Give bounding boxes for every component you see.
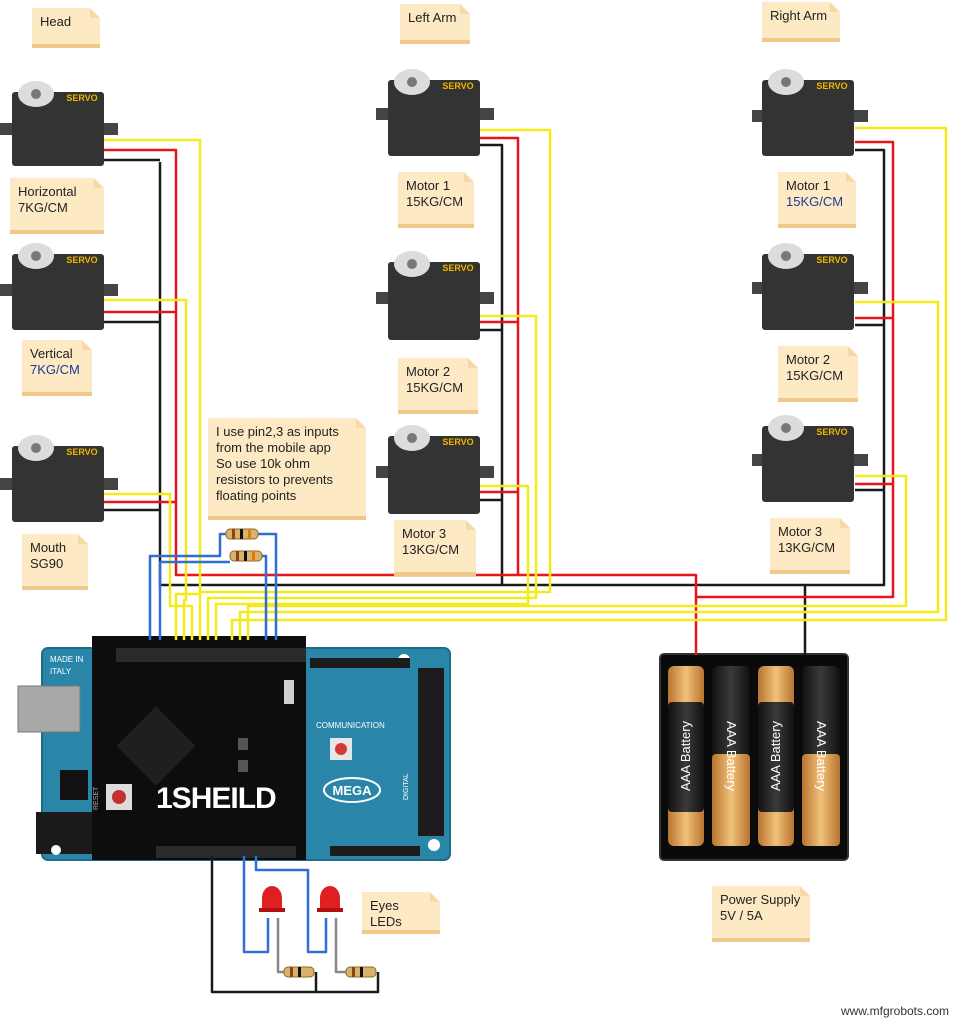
note-left-arm: Left Arm <box>400 4 470 44</box>
note-vertical: Vertical 7KG/CM <box>22 340 92 396</box>
note-power: Power Supply 5V / 5A <box>712 886 810 942</box>
watermark: www.mfgrobots.com <box>840 1004 949 1018</box>
la-motor2-label: Motor 2 <box>406 364 451 379</box>
1sheeld-shield: 1SHEILD RESET <box>92 636 306 860</box>
note-eyes: Eyes LEDs <box>362 892 440 934</box>
battery-1-label: AAA Battery <box>678 720 693 791</box>
power-rating: 5V / 5A <box>720 908 763 923</box>
note-mouth: Mouth SG90 <box>22 534 88 590</box>
note-horizontal: Horizontal 7KG/CM <box>10 178 104 234</box>
note-left-arm-motor2: Motor 2 15KG/CM <box>398 358 478 414</box>
servo-label: SERVO <box>442 437 473 447</box>
mouth-model: SG90 <box>30 556 64 571</box>
pins-note-line2: from the mobile app <box>216 440 331 455</box>
servo-right-arm-motor3: SERVO <box>752 415 868 502</box>
pins-note-line5: floating points <box>216 488 297 503</box>
battery-2-label: AAA Battery <box>724 721 739 792</box>
note-right-arm: Right Arm <box>762 2 840 42</box>
battery-pack: AAA Battery AAA Battery AAA Battery AAA … <box>659 653 849 861</box>
servo-label: SERVO <box>816 427 847 437</box>
servo-label: SERVO <box>66 447 97 457</box>
eye-leds <box>259 886 343 912</box>
ra-motor2-rating: 15KG/CM <box>786 368 844 383</box>
vertical-label: Vertical <box>30 346 73 361</box>
servo-label: SERVO <box>442 263 473 273</box>
servo-right-arm-motor1: SERVO <box>752 69 868 156</box>
note-left-arm-motor3: Motor 3 13KG/CM <box>394 520 476 576</box>
note-left-arm-motor1: Motor 1 15KG/CM <box>398 172 474 228</box>
mega-label: MEGA <box>333 783 373 798</box>
pins-note-line3: So use 10k ohm <box>216 456 310 471</box>
note-head: Head <box>32 8 100 48</box>
note-right-arm-motor3: Motor 3 13KG/CM <box>770 518 850 574</box>
servo-label: SERVO <box>442 81 473 91</box>
pullup-resistors <box>225 528 263 562</box>
servo-horizontal: SERVO <box>0 81 118 166</box>
servo-right-arm-motor2: SERVO <box>752 243 868 330</box>
1sheeld-brand: 1SHEILD <box>156 782 276 815</box>
left-arm-label: Left Arm <box>408 10 457 25</box>
servo-left-arm-motor1: SERVO <box>376 69 494 156</box>
ra-motor2-label: Motor 2 <box>786 352 831 367</box>
head-label: Head <box>40 14 72 29</box>
la-motor3-rating: 13KG/CM <box>402 542 460 557</box>
battery-3-label: AAA Battery <box>768 720 783 791</box>
right-arm-label: Right Arm <box>770 8 828 23</box>
wires <box>104 126 948 994</box>
power-label: Power Supply <box>720 892 801 907</box>
vertical-rating: 7KG/CM <box>30 362 80 377</box>
pins-note-line4: resistors to prevents <box>216 472 334 487</box>
la-motor2-rating: 15KG/CM <box>406 380 464 395</box>
la-motor1-label: Motor 1 <box>406 178 451 193</box>
la-motor1-rating: 15KG/CM <box>406 194 464 209</box>
ra-motor1-rating: 15KG/CM <box>786 194 844 209</box>
servo-label: SERVO <box>66 255 97 265</box>
made-in-label-1: MADE IN <box>50 655 84 664</box>
pins-note-line1: I use pin2,3 as inputs <box>216 424 339 439</box>
digital-label: DIGITAL <box>403 773 410 800</box>
ground-bus-wire <box>158 162 807 655</box>
mouth-label: Mouth <box>30 540 67 555</box>
battery-4-label: AAA Battery <box>814 721 829 792</box>
la-motor3-label: Motor 3 <box>402 526 447 541</box>
note-right-arm-motor1: Motor 1 15KG/CM <box>778 172 856 228</box>
servo-label: SERVO <box>816 255 847 265</box>
servo-left-arm-motor3: SERVO <box>376 425 494 514</box>
horizontal-rating: 7KG/CM <box>18 200 68 215</box>
servo-mouth: SERVO <box>0 435 118 522</box>
made-in-label-2: ITALY <box>50 667 72 676</box>
note-right-arm-motor2: Motor 2 15KG/CM <box>778 346 858 402</box>
ra-motor1-label: Motor 1 <box>786 178 831 193</box>
ra-motor3-rating: 13KG/CM <box>778 540 836 555</box>
reset-label: RESET <box>93 786 100 810</box>
horizontal-label: Horizontal <box>18 184 77 199</box>
led-resistors <box>283 966 377 978</box>
communication-label: COMMUNICATION <box>316 721 385 730</box>
servo-left-arm-motor2: SERVO <box>376 251 494 340</box>
note-pins: I use pin2,3 as inputs from the mobile a… <box>208 418 366 520</box>
power-bus-wire <box>104 148 698 655</box>
servo-label: SERVO <box>816 81 847 91</box>
eyes-label: Eyes LEDs <box>370 898 402 929</box>
ra-motor3-label: Motor 3 <box>778 524 823 539</box>
servo-vertical: SERVO <box>0 243 118 330</box>
servo-label: SERVO <box>66 93 97 103</box>
